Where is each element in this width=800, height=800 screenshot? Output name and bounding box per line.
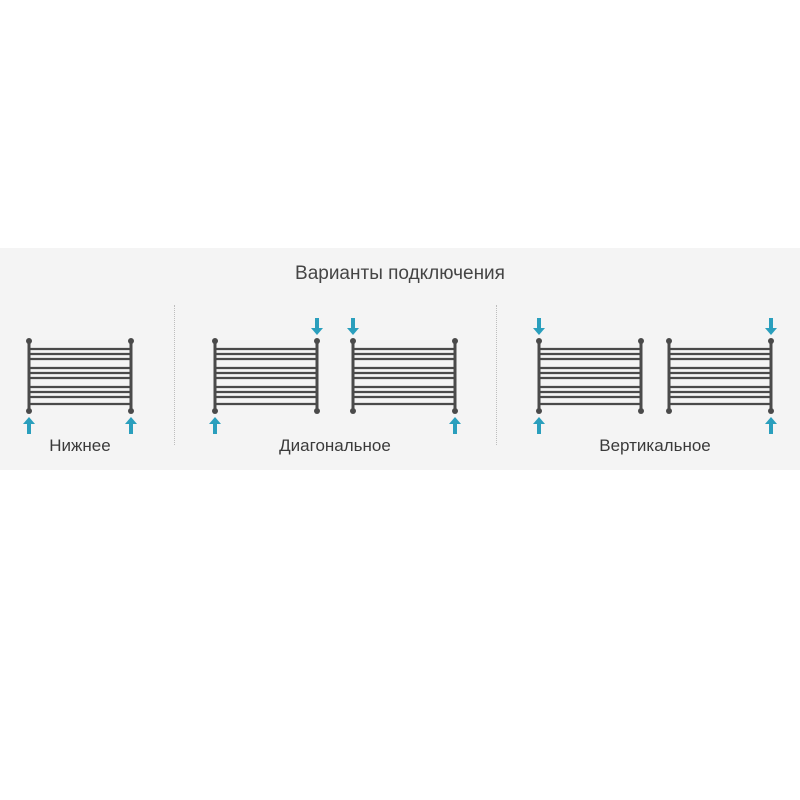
outlet-arrow-icon	[311, 318, 323, 335]
inlet-arrow-icon	[533, 318, 545, 335]
radiator-vertical-variant-b	[666, 338, 774, 414]
radiator-diagonal-variant-a	[212, 338, 320, 414]
outlet-arrow-icon	[449, 417, 461, 434]
inlet-arrow-icon	[765, 318, 777, 335]
inlet-arrow-icon	[347, 318, 359, 335]
radiator-diagonal-variant-b	[350, 338, 458, 414]
outlet-arrow-icon	[125, 417, 137, 434]
radiator-vertical-variant-a	[536, 338, 644, 414]
inlet-arrow-icon	[23, 417, 35, 434]
outlet-arrow-icon	[765, 417, 777, 434]
inlet-arrow-icon	[209, 417, 221, 434]
outlet-arrow-icon	[533, 417, 545, 434]
radiator-bottom-variant	[26, 338, 134, 414]
